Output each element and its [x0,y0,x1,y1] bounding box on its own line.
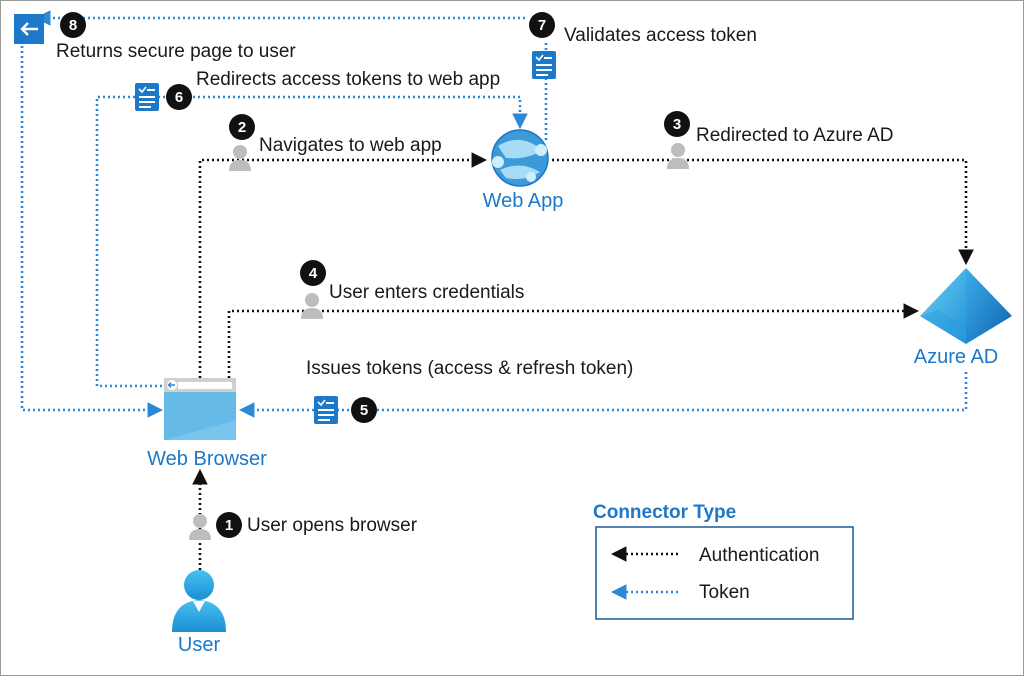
web-app-node: Web App [483,129,564,212]
step-number-1: 1 [225,517,233,534]
connector-step-8-return [20,46,164,418]
step-badge-6 [166,84,192,110]
step-3: 3 Redirected to Azure AD [664,111,894,169]
azure-ad-node: Azure AD [914,268,1012,368]
step-number-7: 7 [538,17,546,34]
step-number-3: 3 [673,116,681,133]
step-number-6: 6 [175,89,183,106]
connectors [20,10,974,570]
legend-item-token: Token [610,582,750,603]
step-label-2: Navigates to web app [259,135,442,156]
connector-step-3 [552,158,974,266]
web-app-icon [491,129,549,187]
user-icon [172,570,226,632]
step-badge-7 [529,12,555,38]
web-browser-label: Web Browser [147,448,267,470]
step-number-4: 4 [309,265,318,282]
person-icon [189,514,211,540]
legend: Connector Type Authentication Token [593,502,854,620]
return-page-icon [14,14,44,44]
step-label-7: Validates access token [564,25,757,46]
connector-step-2 [198,152,488,378]
step-5: 5 Issues tokens (access & refresh token) [306,358,633,424]
step-badge-1 [216,512,242,538]
step-8: 8 Returns secure page to user [14,12,296,62]
step-label-8: Returns secure page to user [56,41,296,62]
step-4: 4 User enters credentials [300,260,524,319]
web-app-label: Web App [483,190,564,212]
legend-item-authentication: Authentication [610,545,819,566]
token-document-icon [314,396,338,424]
browser-window-icon [164,378,236,440]
connector-step-6 [95,95,528,388]
connector-step-5 [238,372,968,418]
legend-box [595,526,854,620]
step-number-5: 5 [360,402,368,419]
legend-title: Connector Type [593,502,736,523]
user-label: User [178,634,221,656]
step-2: 2 Navigates to web app [229,114,442,171]
step-1: 1 User opens browser [189,512,418,540]
legend-label-authentication: Authentication [699,545,819,566]
step-number-8: 8 [69,17,77,34]
web-browser-node: Web Browser [147,378,267,470]
user-node: User [172,570,226,656]
person-icon [229,145,251,171]
step-7: 7 Validates access token [529,12,757,79]
step-label-1: User opens browser [247,515,418,536]
token-document-icon [135,83,159,111]
step-label-6: Redirects access tokens to web app [196,69,500,90]
step-badge-5 [351,397,377,423]
step-badge-4 [300,260,326,286]
connector-step-4 [227,303,920,378]
legend-label-token: Token [699,582,750,603]
step-number-2: 2 [238,119,246,136]
step-label-3: Redirected to Azure AD [696,125,894,146]
step-badge-3 [664,111,690,137]
azure-ad-pyramid-icon [920,268,1012,344]
azure-ad-label: Azure AD [914,346,998,368]
step-label-4: User enters credentials [329,282,524,303]
step-6: 6 Redirects access tokens to web app [135,69,500,111]
person-icon [301,293,323,319]
token-document-icon [532,51,556,79]
step-badge-2 [229,114,255,140]
step-label-5: Issues tokens (access & refresh token) [306,358,633,379]
step-badge-8 [60,12,86,38]
person-icon [667,143,689,169]
